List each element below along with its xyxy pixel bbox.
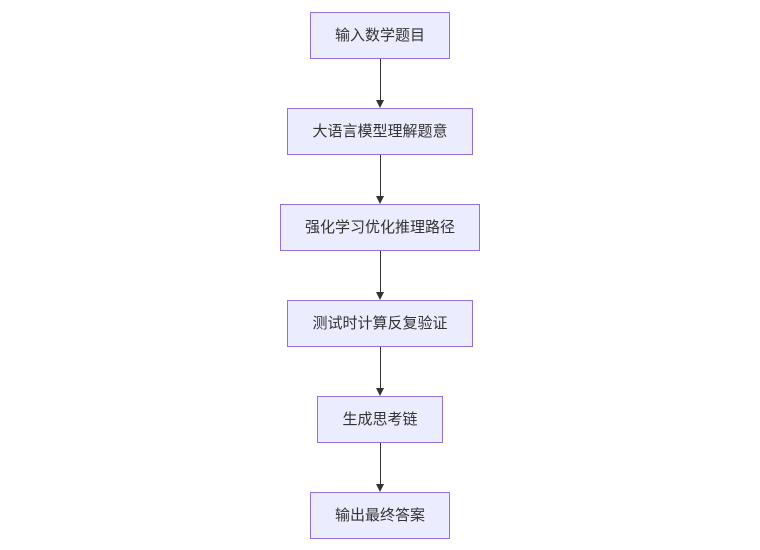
- flowchart: 输入数学题目 大语言模型理解题意 强化学习优化推理路径 测试时计算反复验证 生成…: [0, 12, 760, 539]
- arrowhead-down-icon: [376, 100, 384, 108]
- edge-line: [379, 251, 381, 292]
- edge-step3-step4: [376, 251, 385, 300]
- node-generate-chain-of-thought: 生成思考链: [317, 396, 443, 443]
- arrowhead-down-icon: [376, 292, 384, 300]
- edge-step1-step2: [376, 59, 385, 108]
- edge-line: [379, 347, 381, 388]
- node-output-final-answer: 输出最终答案: [309, 492, 450, 539]
- node-llm-understand-problem: 大语言模型理解题意: [287, 108, 473, 155]
- arrowhead-down-icon: [376, 196, 384, 204]
- arrowhead-down-icon: [376, 484, 384, 492]
- edge-step5-step6: [376, 443, 385, 492]
- edge-line: [379, 155, 381, 196]
- arrowhead-down-icon: [376, 388, 384, 396]
- node-test-time-compute-verify: 测试时计算反复验证: [287, 300, 473, 347]
- edge-step2-step3: [376, 155, 385, 204]
- node-input-math-problem: 输入数学题目: [309, 12, 450, 59]
- edge-line: [379, 443, 381, 484]
- edge-step4-step5: [376, 347, 385, 396]
- node-rl-optimize-reasoning-path: 强化学习优化推理路径: [279, 204, 480, 251]
- edge-line: [379, 59, 381, 100]
